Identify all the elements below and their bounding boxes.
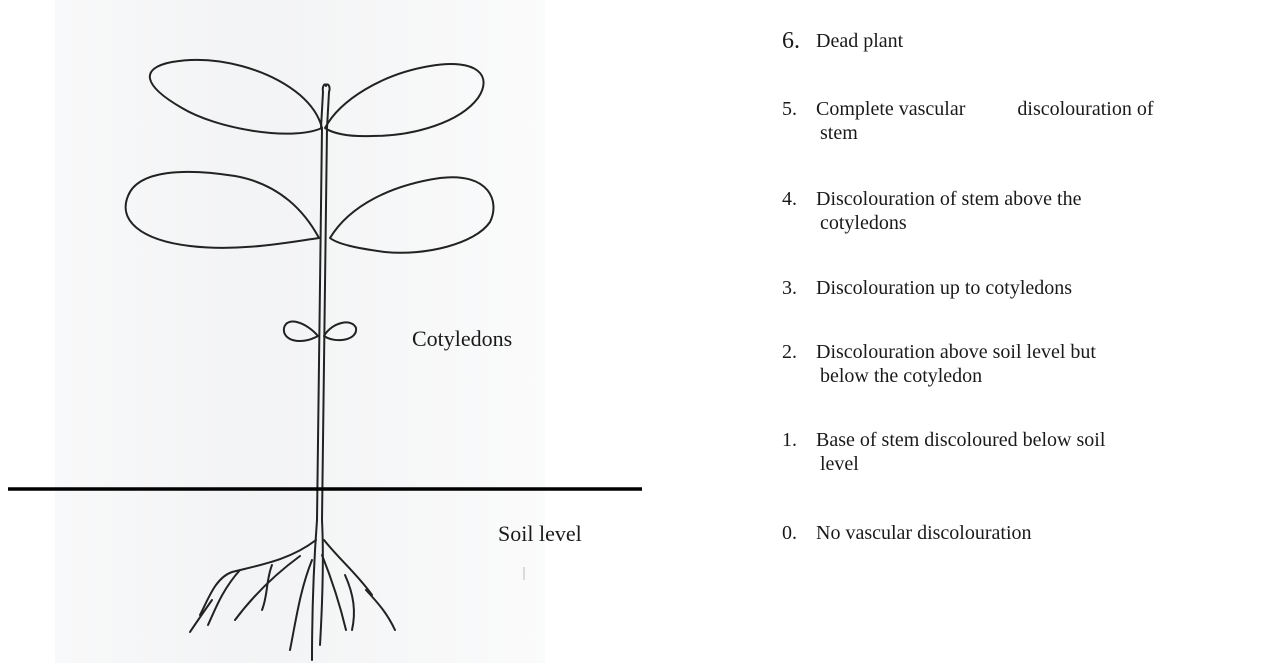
root-right-2 [322,555,346,630]
scale-item-6: 6. Dead plant [782,29,1262,53]
score-description-part1: Complete vascular [816,98,965,120]
cotyledon-right [324,322,356,340]
score-number: 3. [782,276,816,300]
lower-right-leaf [330,177,493,253]
scale-item-0: 0. No vascular discolouration [782,521,1262,545]
score-description: Dead plant [816,30,903,52]
score-description: Discolouration above soil level but [816,341,1096,363]
main-stem [317,128,322,520]
root-right-3 [345,575,354,630]
scale-item-1: 1. Base of stem discoloured below soil l… [782,428,1262,476]
main-stem-edge [322,128,327,520]
score-number: 2. [782,340,816,364]
score-number: 4. [782,187,816,211]
root-right [324,540,372,595]
plant-illustration [0,0,660,663]
cotyledons-label: Cotyledons [412,326,512,352]
scale-item-5: 5. Complete vascular discolouration of st… [782,97,1262,145]
root-left-4 [208,570,240,625]
upper-right-leaf [325,64,484,136]
score-description-continued: stem [816,121,1262,145]
score-number: 6. [782,29,816,53]
root-main-2 [320,520,323,645]
score-number: 5. [782,97,816,121]
root-far-left [190,600,212,632]
score-description-continued: level [816,452,1262,476]
lower-left-leaf [126,172,319,248]
score-number: 1. [782,428,816,452]
score-description: Base of stem discoloured below soil [816,429,1105,451]
score-description: No vascular discolouration [816,522,1032,544]
score-description-part2: discolouration of [1017,98,1153,120]
plant-drawing: Cotyledons Soil level [0,0,660,663]
scale-item-4: 4. Discolouration of stem above the coty… [782,187,1262,235]
score-description: Discolouration up to cotyledons [816,277,1072,299]
scale-item-3: 3. Discolouration up to cotyledons [782,276,1262,300]
soil-level-label: Soil level [498,521,582,547]
upper-left-leaf [150,60,322,134]
score-description-continued: cotyledons [816,211,1262,235]
scale-item-2: 2. Discolouration above soil level but b… [782,340,1262,388]
cotyledon-left [284,322,318,341]
root-mid [290,560,312,650]
score-description: Discolouration of stem above the [816,188,1082,210]
score-number: 0. [782,521,816,545]
score-description-continued: below the cotyledon [816,364,1262,388]
root-right-4 [366,590,395,630]
stem-tip [321,84,330,128]
